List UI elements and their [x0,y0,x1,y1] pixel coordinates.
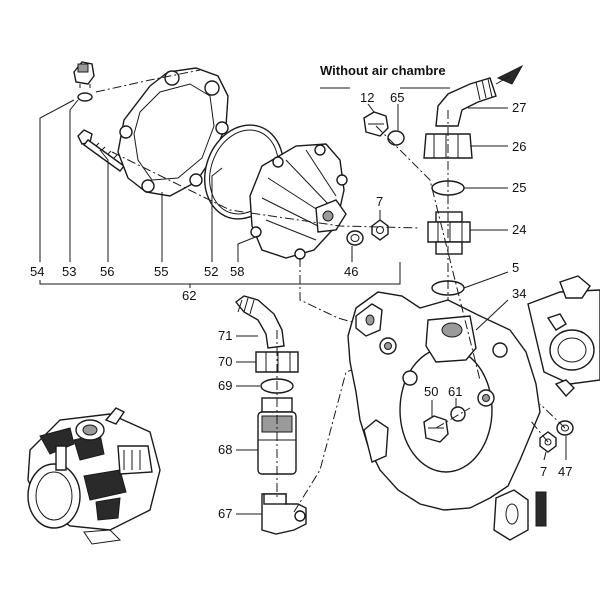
label-52: 52 [204,264,218,279]
label-25: 25 [512,180,526,195]
label-50: 50 [424,384,438,399]
label-46: 46 [344,264,358,279]
label-70: 70 [218,354,232,369]
label-56: 56 [100,264,114,279]
part-34-pump-body [347,291,547,541]
part-27-elbow-fitting [435,77,497,127]
part-71-hose-elbow [235,295,285,349]
label-67: 67 [218,506,232,521]
inset-assembled-pump-illustration [27,407,161,545]
label-55: 55 [154,264,168,279]
label-7-right: 7 [540,464,547,479]
part-67-elbow-fitting [261,493,307,535]
label-26: 26 [512,139,526,154]
part-7-nut [371,219,389,241]
label-68: 68 [218,442,232,457]
part-53-o-ring [77,92,93,102]
label-47: 47 [558,464,572,479]
part-24-nipple [427,211,471,255]
part-46-washer [346,230,364,246]
label-24: 24 [512,222,526,237]
pump-side-flange [527,275,600,398]
part-61-o-ring [450,406,466,422]
part-58-pump-head [249,143,348,260]
label-54: 54 [30,264,44,279]
label-5: 5 [512,260,519,275]
label-27: 27 [512,100,526,115]
label-12: 12 [360,90,374,105]
label-53: 53 [62,264,76,279]
part-12-plug [363,111,389,137]
label-61: 61 [448,384,462,399]
part-65-o-ring [387,130,405,146]
label-7-left: 7 [376,194,383,209]
label-65: 65 [390,90,404,105]
label-34: 34 [512,286,526,301]
label-71: 71 [218,328,232,343]
diagram-title: Without air chambre [320,63,446,78]
label-62: 62 [182,288,196,303]
label-58: 58 [230,264,244,279]
part-50-plug [423,415,449,443]
label-69: 69 [218,378,232,393]
part-70-union-nut [255,351,299,373]
part-54-bleed-screw [73,61,95,88]
part-68-valve-body [257,397,297,475]
